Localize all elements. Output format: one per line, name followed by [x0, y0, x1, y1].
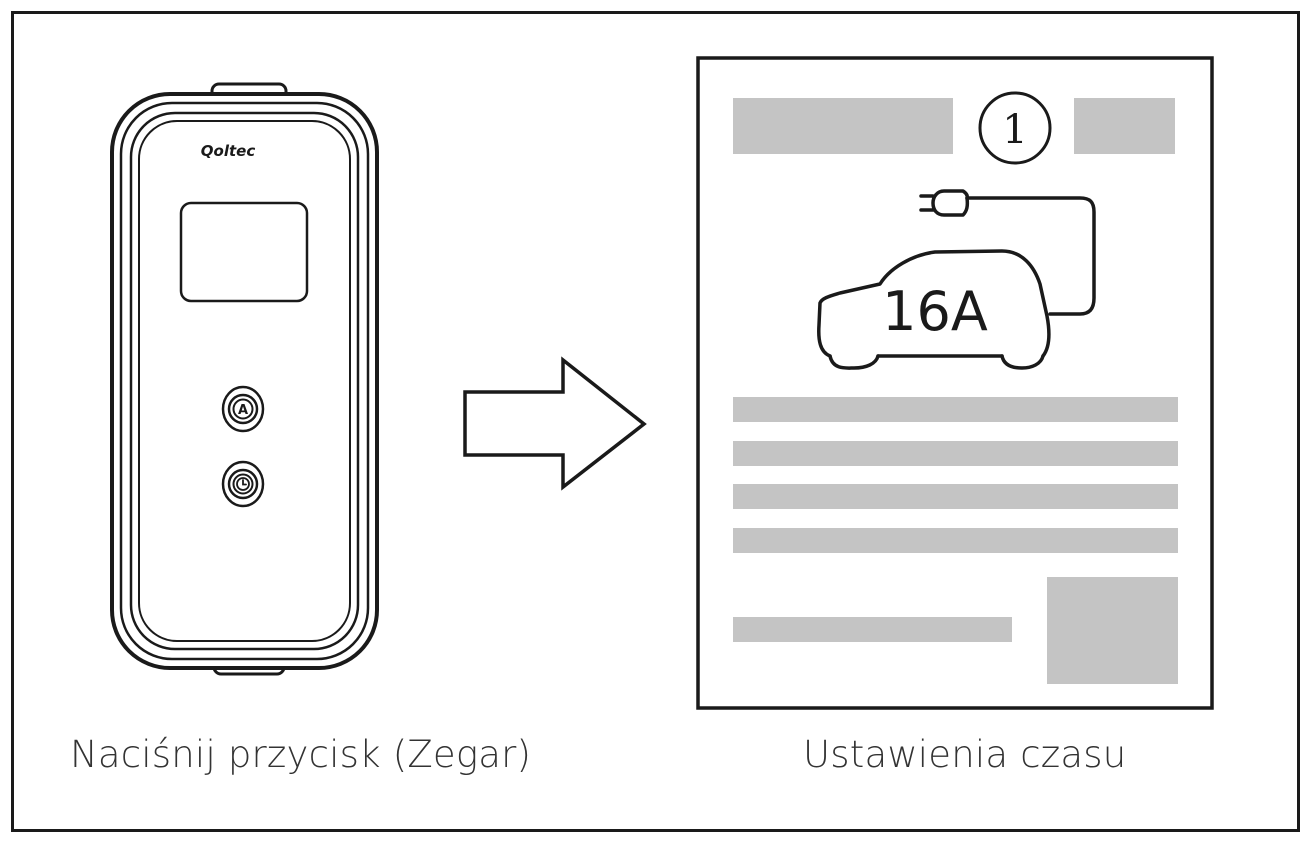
- charging-cable: [965, 196, 1096, 316]
- footer-line: [733, 617, 1012, 642]
- outer-frame: [11, 11, 1300, 832]
- plug-icon: [919, 189, 970, 217]
- device-front-panel: [129, 111, 360, 651]
- device-display: [179, 201, 309, 303]
- content-line-1: [733, 397, 1178, 422]
- device-outer-shell: [110, 92, 379, 670]
- device-shell-ridge: [119, 101, 370, 661]
- content-line-3: [733, 484, 1178, 509]
- step-badge: [978, 91, 1052, 165]
- current-value: 16A: [882, 280, 988, 343]
- screen-caption: Ustawienia czasu: [803, 733, 1127, 776]
- header-placeholder-left: [733, 98, 953, 154]
- car-wheel-front: [828, 354, 880, 370]
- car-wheel-rear: [1000, 354, 1045, 370]
- device-caption: Naciśnij przycisk (Zegar): [70, 733, 532, 776]
- arrow-right-icon: [463, 356, 647, 491]
- brand-logo: Qoltec: [201, 142, 256, 160]
- header-placeholder-right: [1074, 98, 1175, 154]
- button-a-label: A: [238, 403, 248, 418]
- car-charging-icon: [817, 189, 1096, 370]
- content-line-2: [733, 441, 1178, 466]
- car-body: [817, 249, 1051, 358]
- device-button-clock: [221, 460, 265, 508]
- step-number: 1: [1002, 107, 1027, 153]
- footer-block: [1047, 577, 1178, 684]
- device-button-a: [221, 385, 265, 433]
- clock-icon: [236, 477, 250, 491]
- device-inner-panel: [138, 120, 351, 642]
- charger-device: [110, 82, 379, 676]
- content-line-4: [733, 528, 1178, 553]
